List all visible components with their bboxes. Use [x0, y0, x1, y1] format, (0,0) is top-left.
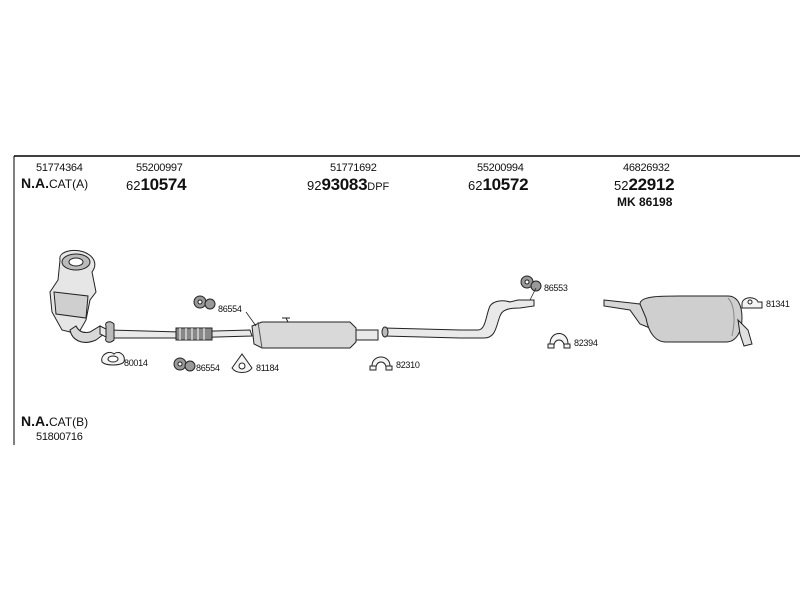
part-number-4: 6210572: [468, 175, 529, 195]
part-prefix-5: 52: [614, 178, 629, 193]
part-prefix-4: 62: [468, 178, 483, 193]
particulate-filter: [251, 317, 379, 349]
oe-number-3: 51771692: [330, 162, 377, 174]
variant-a-cat: CAT(A): [49, 177, 89, 191]
part-number-3: 9293083DPF: [307, 175, 389, 195]
part-label-81184: 81184: [256, 363, 279, 373]
part-suffix-3: DPF: [367, 181, 390, 193]
variant-a-label: N.A.CAT(A): [21, 175, 88, 193]
part-number-5: 5222912: [614, 175, 675, 195]
oe-number-1: 51774364: [36, 162, 83, 174]
part-main-5: 22912: [628, 175, 675, 194]
intermediate-pipe: [381, 299, 535, 339]
part-main-2: 10574: [140, 175, 187, 194]
leader-lines: [245, 287, 537, 327]
gasket-81184-icon: [231, 353, 253, 373]
oe-number-4: 55200994: [477, 162, 524, 174]
rubber-mount-86553-icon: [520, 275, 542, 292]
part-label-82394: 82394: [574, 338, 598, 348]
catalytic-converter: [49, 249, 105, 343]
rubber-mount-81341-icon: [741, 297, 763, 309]
rear-silencer: [603, 295, 753, 347]
part-main-4: 10572: [482, 175, 529, 194]
rubber-mount-86554-bottom-icon: [173, 357, 196, 372]
part-label-80014: 80014: [124, 358, 148, 368]
variant-b-cat: CAT(B): [49, 415, 89, 429]
rubber-mount-86554-top-icon: [193, 295, 216, 310]
part-prefix-2: 62: [126, 178, 141, 193]
mounting-kit-number: MK 86198: [617, 195, 673, 209]
variant-b-oe-number: 51800716: [36, 431, 83, 443]
part-main-3: 93083: [321, 175, 368, 194]
part-label-86554-bottom: 86554: [196, 363, 220, 373]
front-pipe: [99, 321, 253, 343]
variant-b-na: N.A.: [21, 413, 49, 429]
variant-b-label: N.A.CAT(B): [21, 413, 88, 431]
part-label-86554-top: 86554: [218, 304, 242, 314]
oe-number-2: 55200997: [136, 162, 183, 174]
variant-a-na: N.A.: [21, 175, 49, 191]
part-label-81341: 81341: [766, 299, 790, 309]
part-prefix-3: 92: [307, 178, 322, 193]
part-label-86553: 86553: [544, 283, 568, 293]
clamp-82394-icon: [547, 333, 571, 349]
clamp-82310-icon: [369, 356, 393, 371]
oe-number-5: 46826932: [623, 162, 670, 174]
part-number-2: 6210574: [126, 175, 187, 195]
gasket-80014-icon: [101, 351, 125, 366]
part-label-82310: 82310: [396, 360, 420, 370]
